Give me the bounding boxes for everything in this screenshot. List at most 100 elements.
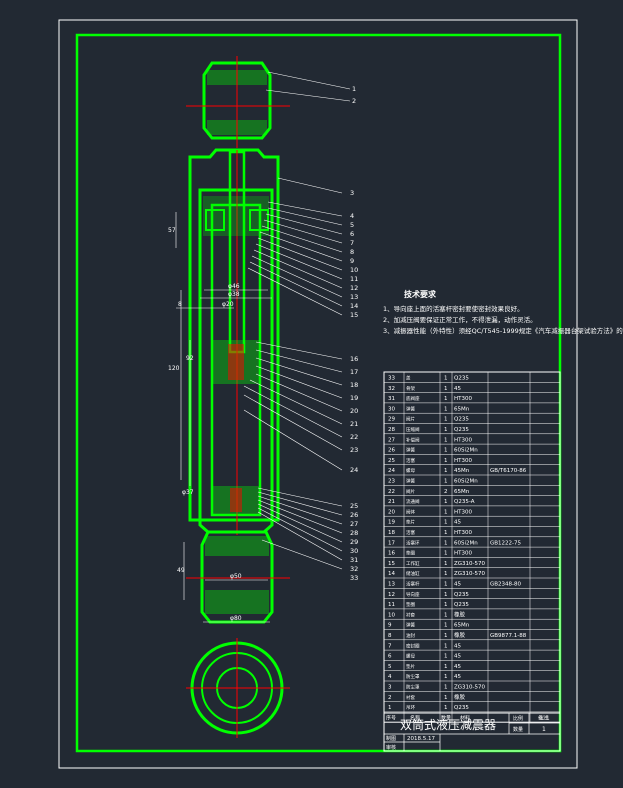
dimension-lines	[175, 212, 272, 623]
bom-cell: 1	[444, 674, 448, 680]
bom-cell: 1	[444, 530, 448, 536]
bom-cell: 12	[388, 592, 395, 598]
callout-26: 26	[350, 511, 358, 519]
bom-cell: 2	[444, 489, 448, 495]
bom-cell: 垫片	[406, 663, 415, 670]
bom-cell: 1	[444, 417, 448, 423]
callout-9: 9	[350, 257, 354, 265]
bom-cell: 1	[444, 406, 448, 412]
bom-cell: 1	[388, 705, 392, 711]
bom-cell: 弹簧	[406, 622, 415, 629]
bom-cell: 15	[388, 561, 395, 567]
bom-cell: 7	[388, 643, 392, 649]
bom-cell: 1	[444, 664, 448, 670]
bom-cell: 1	[444, 592, 448, 598]
bom-cell: 45	[454, 386, 461, 392]
bom-cell: 32	[388, 386, 395, 392]
bom-cell: 1	[444, 376, 448, 382]
bom-cell: 1	[444, 602, 448, 608]
qty-value: 1	[542, 726, 546, 733]
dim-92: 92	[186, 355, 194, 362]
bom-cell: 密封圈	[406, 642, 420, 649]
bom-cell: 底阀座	[406, 395, 420, 402]
bom-cell: 60Si2Mn	[454, 540, 478, 546]
bottom-eye-rubber-upper	[205, 536, 269, 556]
bom-cell: HT300	[454, 530, 472, 536]
drawing-frame	[75, 33, 562, 753]
dust-cover	[188, 148, 280, 522]
tech-heading: 技术要求	[404, 289, 437, 299]
callout-20: 20	[350, 407, 358, 415]
bom-cell: Q235	[454, 592, 469, 598]
bom-header: 材料	[460, 714, 470, 721]
working-cylinder	[210, 203, 262, 517]
bom-cell: 1	[444, 582, 448, 588]
callout-13: 13	[350, 293, 358, 301]
bom-cell: 3	[388, 685, 392, 691]
bom-cell: 垫圈	[406, 601, 415, 608]
bom-cell: ZG310-570	[454, 561, 486, 567]
bom-cell: 1	[444, 705, 448, 711]
guide-seal-right	[249, 209, 269, 231]
bom-cell: 1	[444, 396, 448, 402]
bom-cell: 25	[388, 458, 395, 464]
bom-cell: 流通阀	[406, 498, 420, 505]
callout-7: 7	[350, 239, 354, 247]
bom-cell: 螺母	[406, 653, 415, 660]
bom-cell: 补偿阀	[406, 436, 420, 443]
bom-cell: 31	[388, 396, 395, 402]
bom-cell: 45	[454, 520, 461, 526]
bom-cell: 65Mn	[454, 406, 470, 412]
bom-cell: 1	[444, 540, 448, 546]
bom-cell: 1	[444, 633, 448, 639]
callout-15: 15	[350, 311, 358, 319]
bom-cell: 活塞	[406, 457, 415, 464]
bom-cell: 45	[454, 664, 461, 670]
callout-32: 32	[350, 565, 358, 573]
bom-cell: 橡胶	[454, 693, 466, 701]
bom-cell: Q235	[454, 427, 469, 433]
callout-11: 11	[350, 275, 358, 283]
callout-29: 29	[350, 538, 358, 546]
bom-cell: GB9877.1-88	[490, 633, 527, 639]
scale-label: 比例	[513, 715, 523, 722]
bom-cell: 45	[454, 582, 461, 588]
callout-4: 4	[350, 212, 354, 220]
bottom-eye-rubber-lower	[205, 590, 269, 614]
callout-33: 33	[350, 574, 358, 582]
bom-cell: 1	[444, 499, 448, 505]
dim-8: 8	[178, 301, 182, 308]
bom-cell: 1	[444, 468, 448, 474]
bom-cell: 22	[388, 489, 395, 495]
dim-phi46: φ46	[228, 283, 240, 290]
bom-cell: 1	[444, 571, 448, 577]
bom-cell: 1	[444, 479, 448, 485]
bom-cell: 60Si2Mn	[454, 448, 478, 454]
bom-cell: 29	[388, 417, 395, 423]
bom-cell: HT300	[454, 437, 472, 443]
bom-cell: 65Mn	[454, 489, 470, 495]
base-valve-core	[230, 488, 242, 512]
dim-phi80: φ80	[230, 615, 242, 622]
dim-phi38: φ38	[228, 291, 240, 298]
bom-cell: 1	[444, 520, 448, 526]
bom-cell: 28	[388, 427, 395, 433]
piston-core	[228, 344, 244, 380]
bom-cell: HT300	[454, 509, 472, 515]
bom-header: 序号	[386, 714, 396, 721]
bom-cell: 阀片	[406, 416, 415, 423]
dim-49: 49	[177, 567, 185, 574]
bom-cell: 21	[388, 499, 395, 505]
dim-phi37: φ37	[182, 489, 194, 496]
bom-cell: 1	[444, 448, 448, 454]
bom-cell: 16	[388, 551, 395, 557]
bom-cell: 吊环	[406, 705, 415, 711]
dim-120: 120	[168, 365, 180, 372]
bom-cell: 阀片	[406, 488, 415, 495]
bom-cell: 1	[444, 509, 448, 515]
bom-cell: 弹簧	[406, 405, 415, 412]
callout-22: 22	[350, 433, 358, 441]
bom-cell: 2	[388, 695, 392, 701]
bom-cell: ZG310-570	[454, 571, 486, 577]
callout-1: 1	[352, 85, 356, 93]
